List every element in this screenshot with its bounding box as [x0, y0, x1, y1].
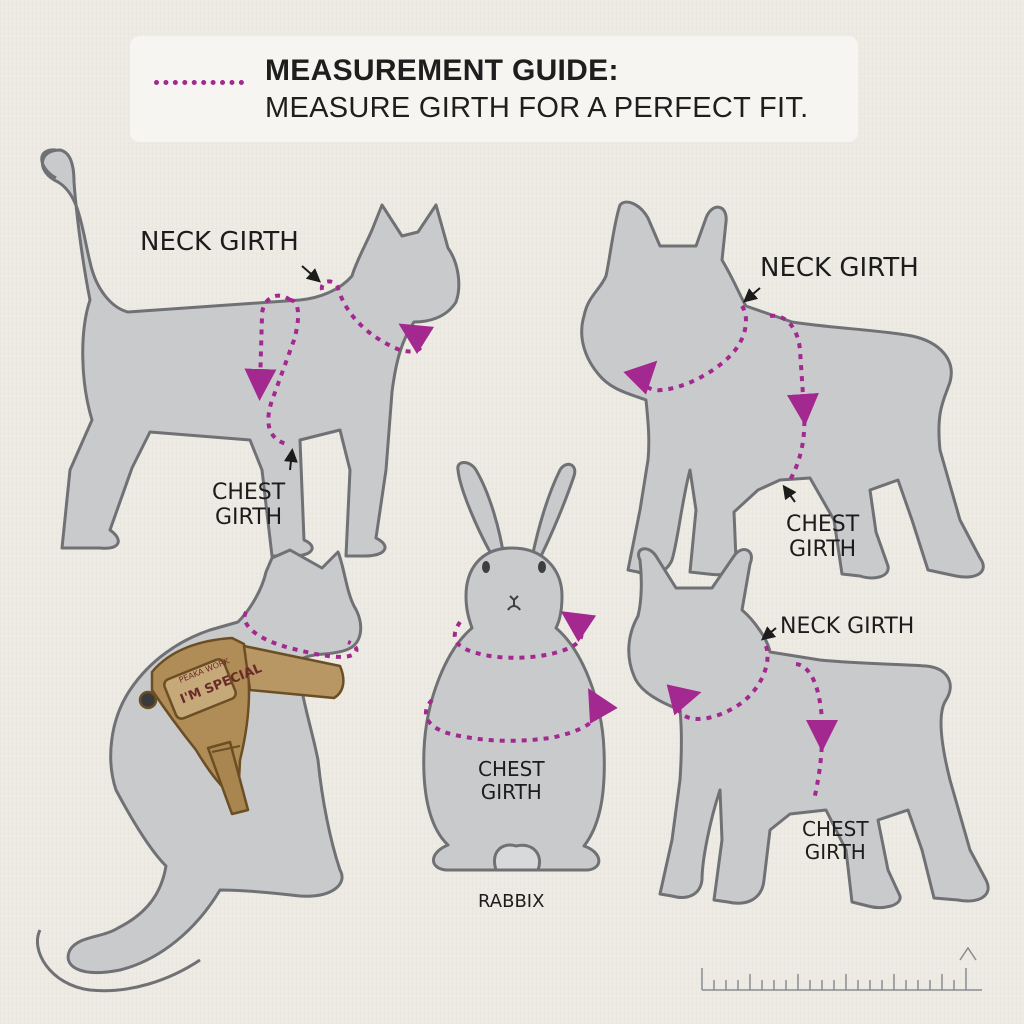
dog-chest-girth-label: CHEST GIRTH [786, 512, 859, 563]
front-dog-neck-girth-label: NECK GIRTH [780, 614, 915, 639]
legend-subtitle: MEASURE GIRTH FOR A PERFECT FIT. [265, 92, 809, 124]
front-dog-chest-girth-label: CHEST GIRTH [802, 818, 869, 864]
rabbit-chest-measure-line [423, 688, 618, 743]
dog-chest-pointer [782, 484, 797, 503]
rabbit-icon [422, 461, 606, 872]
dog-girth-word: GIRTH [789, 537, 857, 563]
dog-neck-measure-line [623, 304, 748, 395]
standing-cat-icon [40, 148, 461, 558]
rabbit-face [482, 561, 546, 611]
dog-neck-girth-label: NECK GIRTH [760, 253, 919, 283]
cat-neck-girth-label: NECK GIRTH [140, 227, 299, 257]
cat-harness-icon [138, 636, 345, 816]
sitting-cat-icon [35, 548, 363, 993]
front-dog-girth-word: GIRTH [804, 840, 866, 864]
dog-neck-pointer [742, 287, 761, 303]
front-dog-chest-word: CHEST [802, 817, 869, 841]
dog-chest-measure-line [769, 313, 819, 481]
legend-box: MEASUREMENT GUIDE: MEASURE GIRTH FOR A P… [130, 36, 858, 142]
legend-title: MEASUREMENT GUIDE: [265, 54, 619, 87]
rabbit-girth-word: GIRTH [480, 780, 542, 804]
ruler-icon [701, 946, 982, 991]
front-dog-neck-measure-line [666, 645, 770, 721]
standing-dog-icon [580, 200, 985, 580]
rabbit-chest-girth-label: CHEST GIRTH [478, 758, 545, 804]
cat-chest-word: CHEST [212, 480, 286, 505]
dog-chest-word: CHEST [786, 512, 860, 537]
front-dog-neck-pointer [760, 626, 777, 641]
cat-girth-word: GIRTH [215, 505, 283, 531]
rabbit-name-label: RABBIX [478, 891, 545, 912]
rabbit-neck-measure-line [452, 611, 597, 660]
rabbit-chest-word: CHEST [478, 757, 545, 781]
cat-chest-girth-label: CHEST GIRTH [212, 480, 285, 531]
cat-chest-measure-line [244, 293, 301, 447]
cat-neck-measure-line [319, 279, 435, 355]
front-dog-chest-measure-line [795, 662, 838, 801]
legend-dotted-line [154, 80, 244, 85]
sitting-cat-neck-measure-line [242, 610, 359, 659]
cat-neck-pointer [301, 265, 322, 283]
cat-chest-pointer [283, 448, 298, 471]
